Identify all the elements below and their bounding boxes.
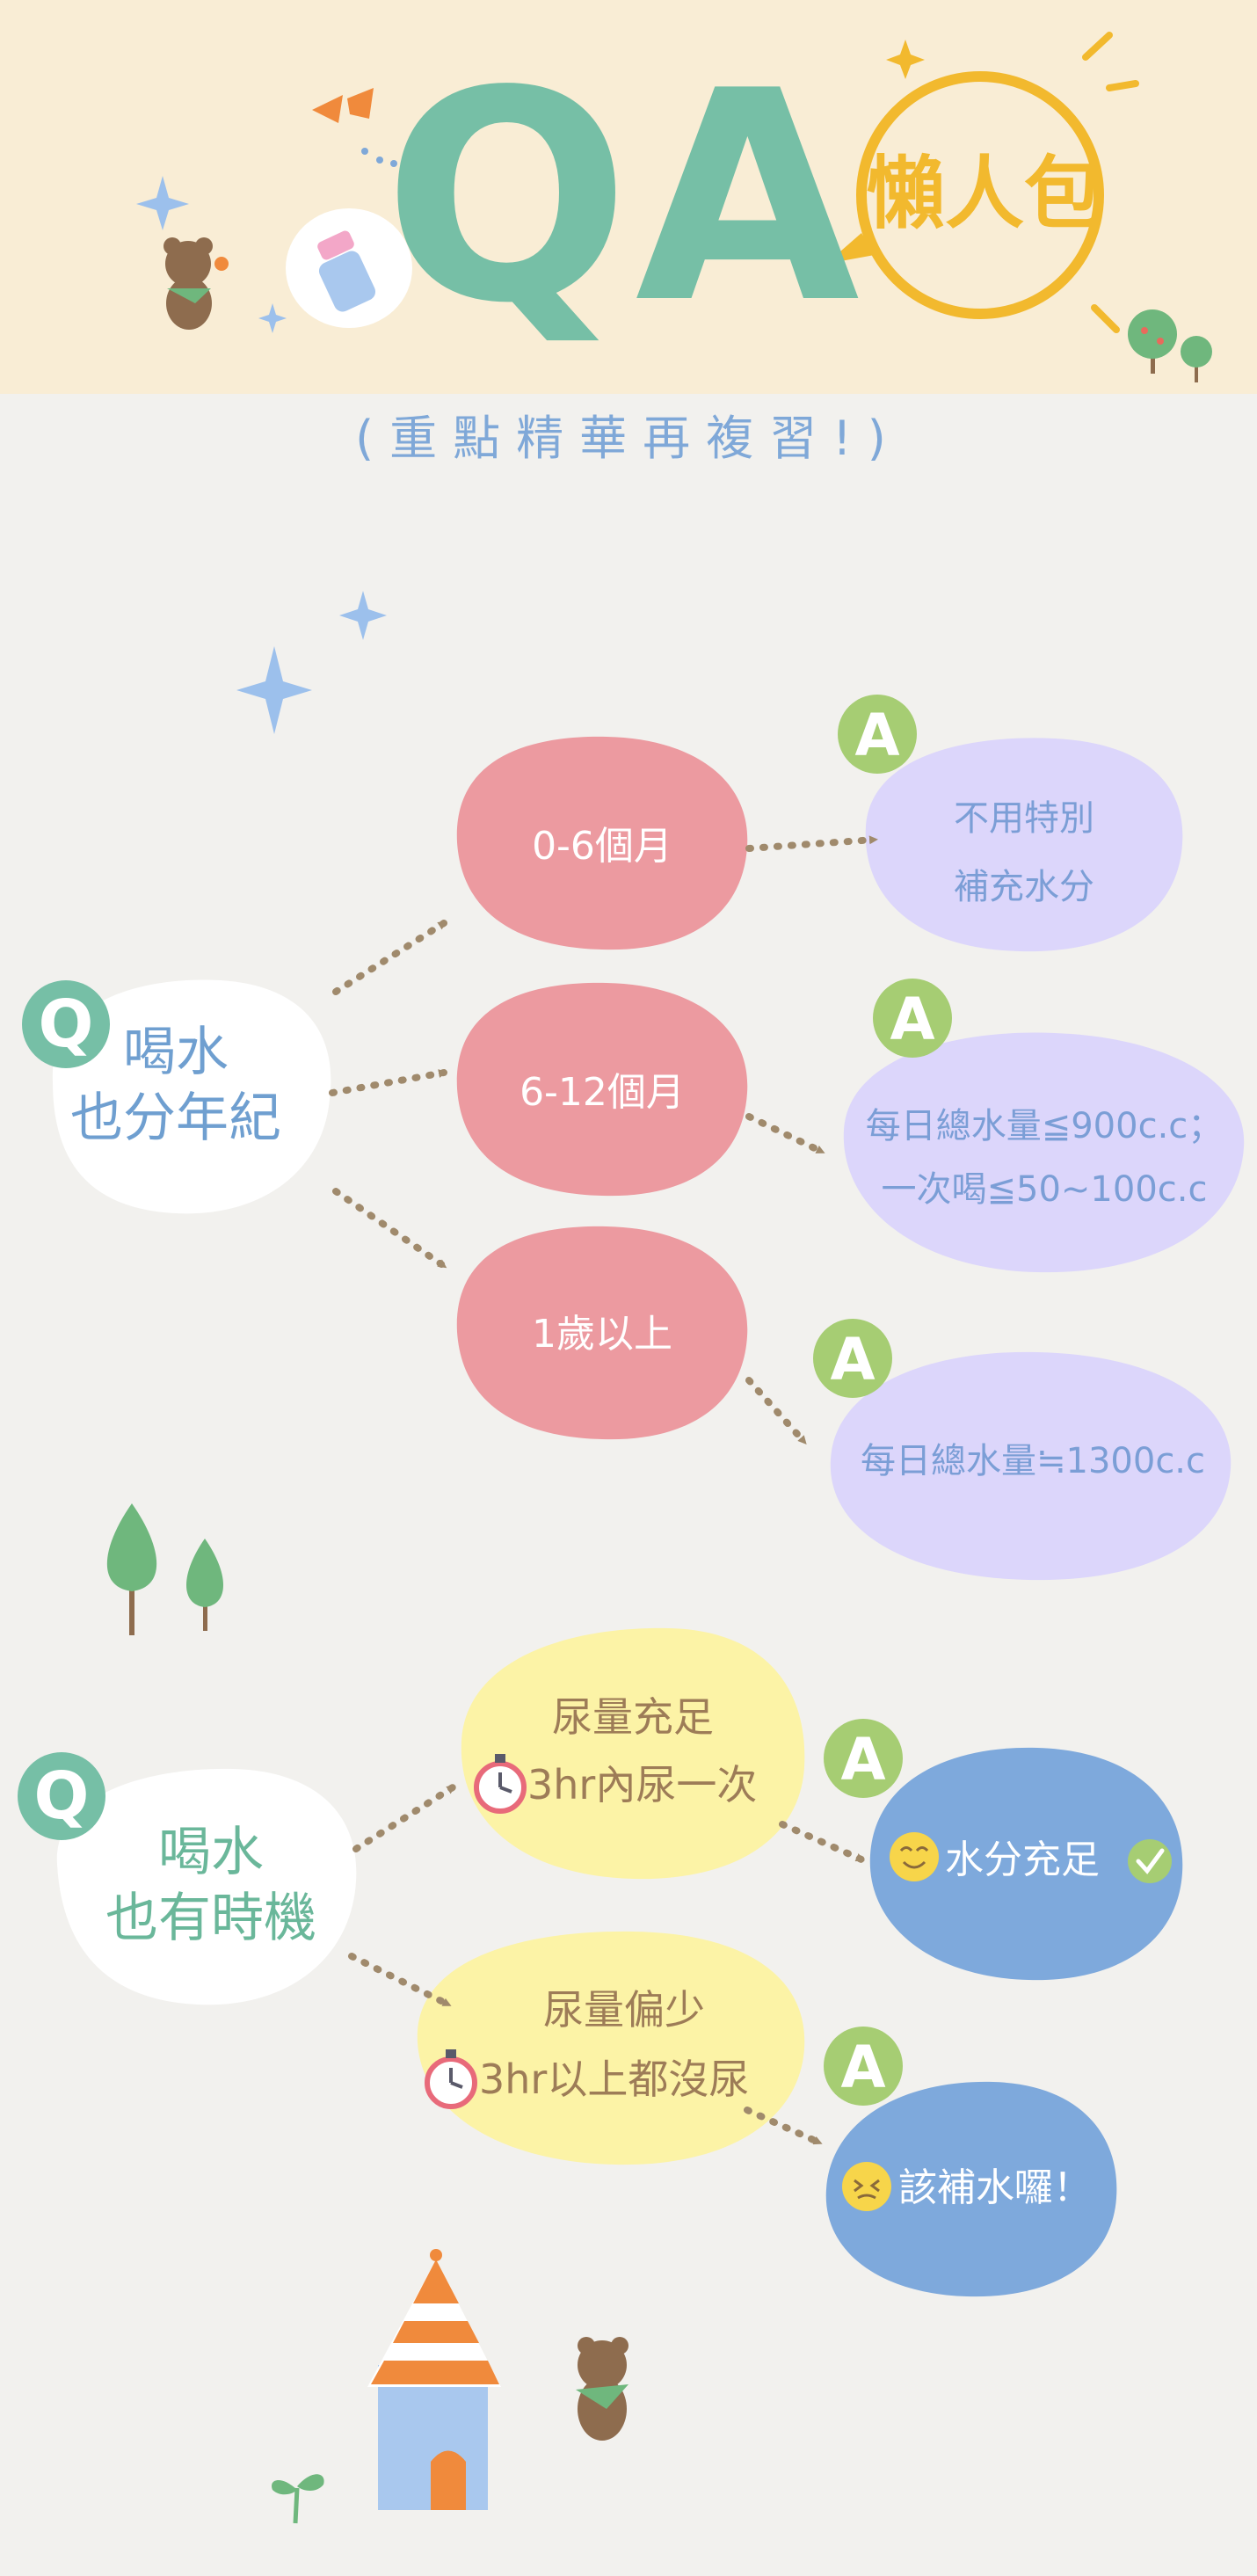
dotted-arrow	[332, 920, 447, 995]
a-letter: A	[830, 1326, 875, 1394]
dotted-arrow	[332, 1188, 447, 1270]
answer-line: 一次喝≦50~100c.c	[881, 1169, 1208, 1210]
condition-title: 尿量充足	[552, 1693, 714, 1741]
arrow-group	[329, 835, 878, 2146]
bow-icon	[312, 88, 397, 167]
a-badge: A	[838, 695, 917, 774]
sparkle-icon	[236, 591, 387, 734]
age-bubble	[456, 736, 748, 950]
page-title: QA	[383, 29, 865, 367]
check-icon	[1128, 1839, 1172, 1883]
bear-icon	[163, 237, 229, 330]
dotted-arrow	[348, 1953, 452, 2008]
answer-bubble	[843, 1032, 1245, 1273]
condition-bubble	[461, 1627, 805, 1880]
dotted-arrow	[779, 1821, 865, 1863]
answer-line: 不用特別	[954, 798, 1094, 839]
condition-title: 尿量偏少	[543, 1986, 705, 2034]
subtitle: (重點精華再複習!)	[355, 411, 902, 466]
answer-line: 補充水分	[954, 867, 1094, 907]
answer-bubble	[865, 738, 1183, 952]
dotted-arrow	[745, 1113, 825, 1155]
a-letter: A	[854, 702, 899, 769]
age-bubble	[456, 982, 748, 1197]
title-badge: 懶人包	[866, 148, 1103, 240]
dotted-arrow	[745, 1377, 808, 1445]
tree-icon	[1128, 309, 1212, 382]
age-label: 1歲以上	[532, 1312, 672, 1357]
age-bubble	[456, 1226, 748, 1440]
answer-text: 不用特別 補充水分	[879, 784, 1169, 921]
dotted-arrow	[745, 835, 878, 852]
condition-bubble	[417, 1931, 805, 2165]
question-text: 喝水 也分年紀	[53, 1020, 299, 1152]
answer-line: 每日總水量≒1300c.c	[860, 1441, 1206, 1481]
question-text: 喝水 也有時機	[79, 1820, 343, 1952]
tree-icon	[106, 1503, 223, 1635]
dotted-arrow	[352, 1784, 456, 1852]
sparkle-icon	[136, 40, 925, 333]
question-line: 喝水	[158, 1822, 264, 1883]
a-badge: A	[824, 1719, 903, 1798]
bear-icon	[576, 2337, 628, 2441]
a-letter: A	[890, 986, 934, 1053]
q-letter: Q	[34, 1758, 90, 1834]
q-badge: Q	[22, 980, 110, 1068]
a-letter: A	[840, 2034, 885, 2101]
a-letter: A	[840, 1726, 885, 1794]
question-line: 喝水	[123, 1022, 229, 1083]
dotted-arrow	[329, 1069, 447, 1096]
a-badge-group: A A A A A	[813, 695, 952, 2106]
speech-bubble-icon	[826, 32, 1139, 333]
sprout-icon	[272, 2474, 324, 2524]
question-bubble	[52, 979, 331, 1214]
answer-text: 每日總水量≒1300c.c	[839, 1439, 1226, 1483]
answer-text: 水分充足	[945, 1837, 1100, 1882]
answer-text: 該補水囉！	[898, 2165, 1092, 2210]
age-label: 6-12個月	[520, 1070, 685, 1115]
condition-detail: 3hr以上都沒尿	[479, 2056, 750, 2103]
question-bubble	[56, 1768, 357, 2005]
a-badge: A	[873, 979, 952, 1058]
answer-line: 每日總水量≦900c.c；	[865, 1106, 1224, 1146]
a-badge: A	[813, 1319, 892, 1398]
house-icon	[367, 2249, 501, 2510]
answer-bubble	[869, 1747, 1183, 1981]
q-badge: Q	[18, 1752, 105, 1840]
condition-detail: 3hr內尿一次	[527, 1761, 758, 1808]
dotted-arrow	[744, 2107, 823, 2146]
sad-face-icon	[842, 2162, 891, 2211]
question-line: 也有時機	[105, 1888, 316, 1949]
happy-face-icon	[890, 1832, 939, 1881]
a-badge: A	[824, 2027, 903, 2106]
stopwatch-icon	[425, 2049, 477, 2109]
question-line: 也分年紀	[70, 1088, 281, 1149]
q-letter: Q	[39, 986, 94, 1062]
age-label: 0-6個月	[532, 824, 672, 869]
baby-bottle-icon	[286, 208, 412, 328]
age-bubble-group	[456, 736, 748, 1440]
answer-bubble	[825, 2081, 1117, 2297]
answer-text: 每日總水量≦900c.c； 一次喝≦50~100c.c	[851, 1095, 1238, 1221]
header-banner	[0, 0, 1257, 394]
answer-bubble	[830, 1351, 1232, 1581]
stopwatch-icon	[474, 1754, 527, 1814]
